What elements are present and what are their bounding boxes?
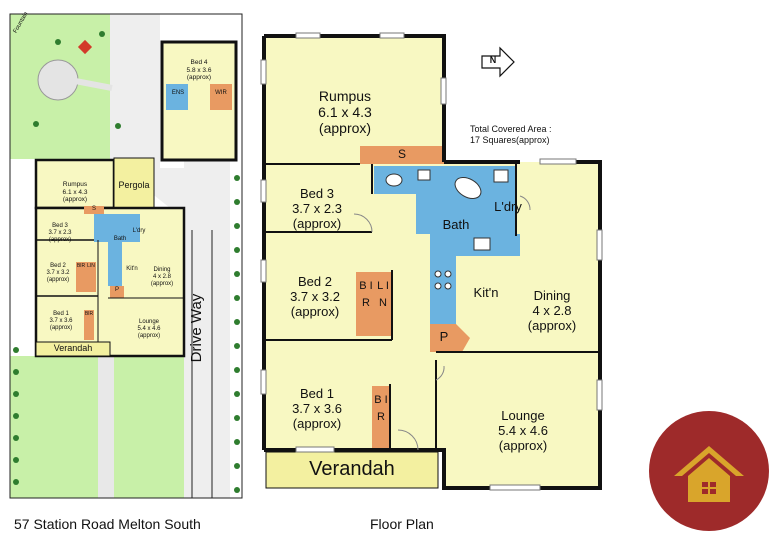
site-pergola-label: Pergola (118, 180, 150, 190)
lin-label: L I N (377, 280, 389, 309)
site-boundary (9, 13, 243, 499)
bir-upper-label: B I R (359, 280, 373, 309)
p-label: P (439, 329, 449, 344)
tree-icons (13, 31, 240, 493)
path-front (98, 356, 114, 498)
interior-walls (264, 163, 600, 450)
site-wir-label: WIR (215, 90, 227, 96)
north-label: N (489, 55, 497, 65)
pergola (113, 157, 155, 213)
house-logo-icon (649, 411, 769, 531)
windows (260, 32, 603, 491)
bir-lower-box (372, 386, 390, 448)
site-bath-label: Bath (113, 236, 127, 242)
covered-area-label: Total Covered Area :17 Squares(approx) (470, 124, 552, 145)
site-ens-label: ENS (171, 90, 185, 96)
site-ldry-label: L'dry (132, 228, 146, 234)
site-plan (9, 13, 243, 499)
bath-area (374, 166, 516, 234)
ldry-label: L'dry (494, 199, 522, 214)
bir-upper-box (356, 272, 376, 336)
lin-box (374, 272, 392, 336)
site-bir-upper-label: BIR (76, 263, 86, 269)
site-s-label: S (91, 206, 96, 212)
bath-label: Bath (442, 217, 470, 232)
verandah-small (35, 341, 111, 357)
site-kitn-label: Kit'n (126, 266, 138, 272)
site-verandah-label: Verandah (53, 343, 93, 353)
kitn-label: Kit'n (473, 285, 499, 300)
s-label: S (397, 147, 406, 161)
north-arrow-icon (481, 46, 515, 78)
lawn-front-left (10, 356, 98, 498)
toilet-icon (385, 173, 403, 187)
verandah-label: Verandah (309, 458, 395, 480)
door-arcs (353, 195, 531, 451)
kitchen-bench-side (430, 256, 456, 324)
laundry-tub-icon (493, 169, 509, 183)
bir-lower-label: B I R (374, 394, 388, 423)
storage-s (360, 146, 444, 164)
address-caption: 57 Station Road Melton South (14, 516, 201, 532)
site-lin-label: LIN (87, 263, 95, 269)
pantry (430, 324, 470, 352)
bathtub-icon (454, 177, 482, 199)
site-p-label: P (114, 287, 119, 293)
basin-icon (417, 169, 431, 181)
sink-icon (473, 237, 491, 251)
cooktop-icon (434, 270, 452, 290)
lawn-front-right (114, 356, 184, 498)
west-rooms (264, 162, 444, 450)
floor-plan-caption: Floor Plan (370, 516, 434, 532)
rumpus-room (264, 36, 444, 162)
site-bir-lower-label: BIR (84, 311, 94, 317)
verandah-box (265, 451, 439, 489)
